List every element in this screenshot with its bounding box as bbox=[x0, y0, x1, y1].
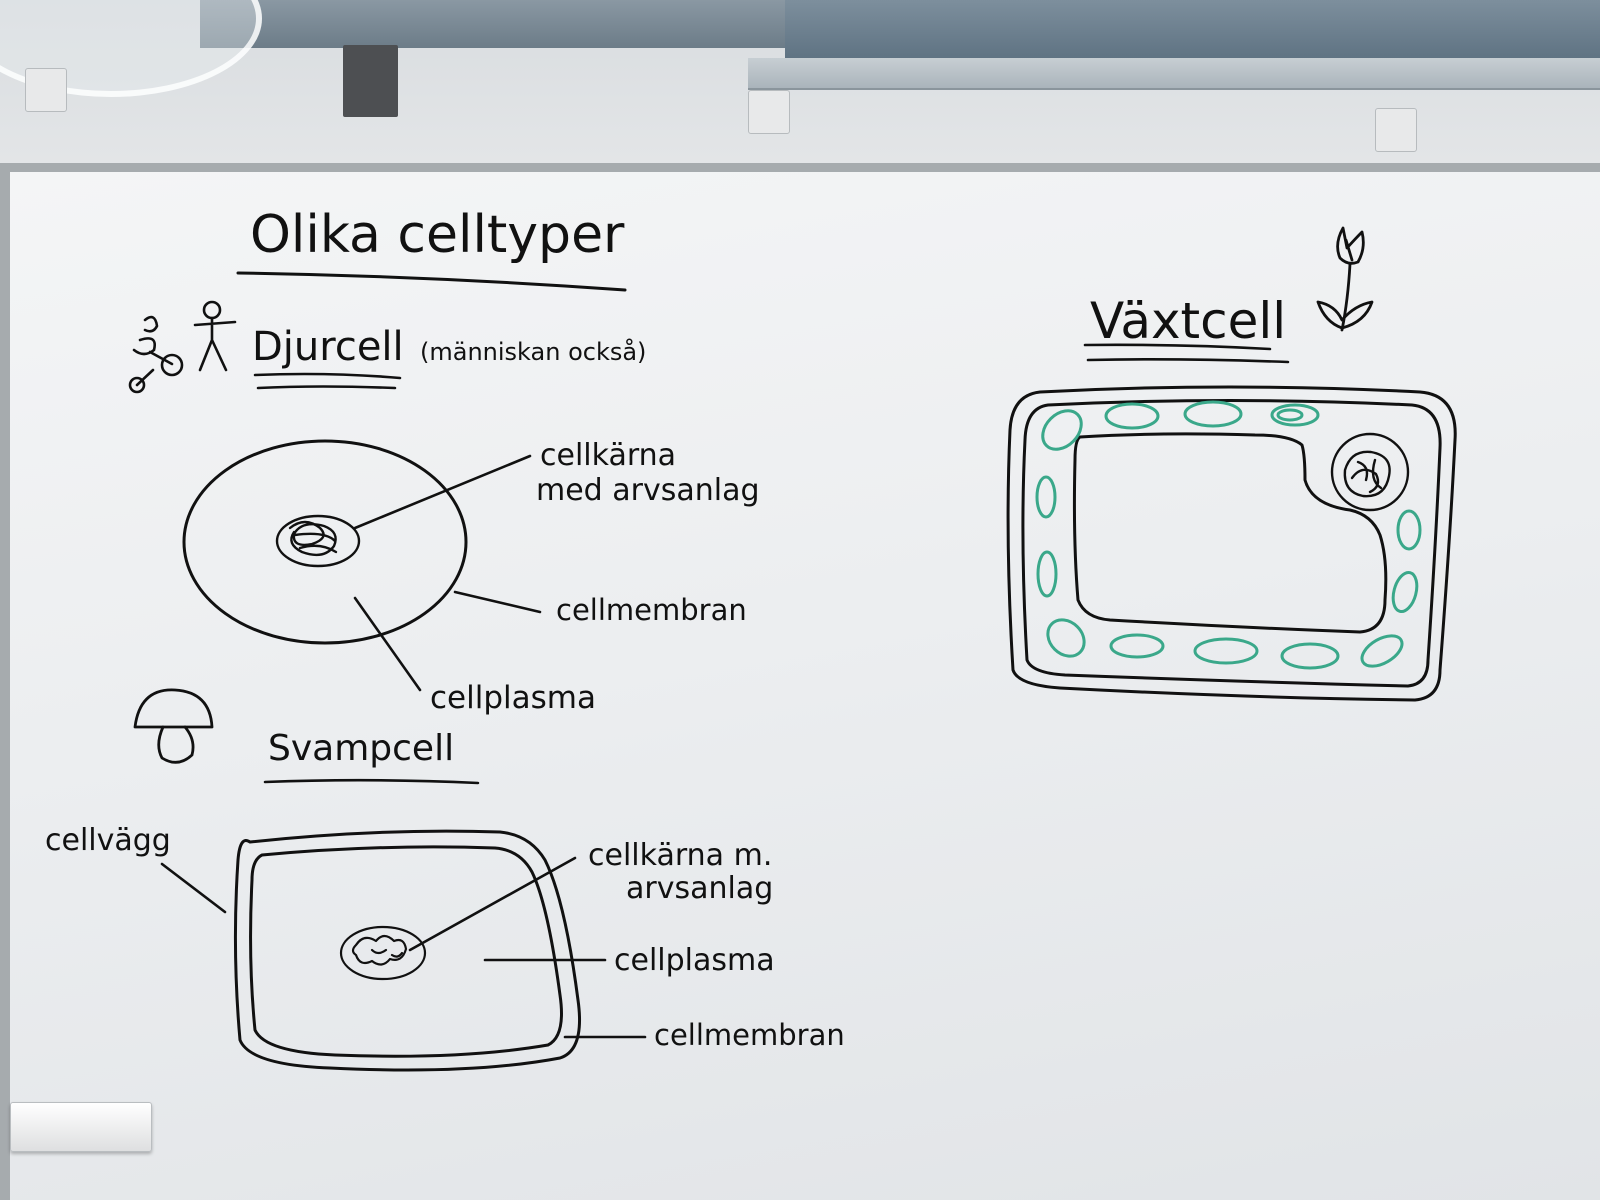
wall-clip bbox=[1375, 108, 1417, 152]
wall-clip bbox=[748, 90, 790, 134]
svampcell-underline bbox=[263, 778, 480, 785]
board-title: Olika celltyper bbox=[250, 205, 625, 265]
animal-membrane-label: cellmembran bbox=[556, 593, 747, 627]
animal-cell-nucleus bbox=[275, 514, 361, 568]
whiteboard-eraser[interactable] bbox=[10, 1102, 152, 1152]
plant-cell-nucleus bbox=[1330, 432, 1410, 512]
projector-screen-bar bbox=[748, 58, 1600, 90]
animal-cell-membrane bbox=[182, 439, 468, 645]
animal-cell-heading: Djurcell bbox=[252, 324, 404, 370]
fungus-cell-membrane bbox=[249, 845, 563, 1058]
animal-cell-note: (människan också) bbox=[420, 337, 646, 366]
fungus-wall-pointer bbox=[160, 862, 227, 914]
plant-cell-heading: Växtcell bbox=[1090, 292, 1286, 350]
animal-nucleus-pointer bbox=[353, 454, 532, 530]
wall-clip bbox=[25, 68, 67, 112]
screen-bracket bbox=[343, 45, 398, 117]
whiteboard bbox=[10, 172, 1600, 1200]
plant-cell-chloroplasts bbox=[1035, 400, 1422, 670]
animal-nucleus-label-line1: cellkärna bbox=[540, 438, 676, 473]
fungus-cytoplasm-label: cellplasma bbox=[614, 943, 775, 978]
fungus-membrane-label: cellmembran bbox=[654, 1018, 845, 1052]
flower-icon bbox=[1316, 226, 1374, 332]
plant-cell-wall bbox=[1006, 385, 1457, 702]
animal-cytoplasm-label: cellplasma bbox=[430, 680, 596, 716]
plant-cell-membrane bbox=[1021, 399, 1442, 688]
mushroom-icon bbox=[133, 688, 214, 764]
animal-membrane-pointer bbox=[453, 590, 542, 614]
animal-cytoplasm-pointer bbox=[353, 596, 422, 692]
fungus-nucleus-label-line1: cellkärna m. bbox=[588, 838, 772, 873]
fungus-nucleus-pointer bbox=[408, 856, 577, 952]
fungus-cell-nucleus bbox=[339, 925, 427, 981]
projector-screen-left bbox=[200, 0, 785, 48]
vaxtcell-underline bbox=[1083, 343, 1290, 364]
stick-figure-icon bbox=[193, 300, 237, 372]
fungus-cell-wall bbox=[233, 829, 582, 1072]
bicycle-icon bbox=[128, 315, 184, 394]
djurcell-underline bbox=[253, 372, 402, 390]
fungus-wall-label: cellvägg bbox=[45, 823, 171, 858]
fungus-cell-heading: Svampcell bbox=[268, 728, 454, 769]
animal-nucleus-label-line2: med arvsanlag bbox=[536, 473, 760, 508]
plant-cell-vacuole bbox=[1072, 432, 1388, 634]
title-underline bbox=[236, 271, 627, 292]
fungus-nucleus-label-line2: arvsanlag bbox=[626, 871, 773, 906]
